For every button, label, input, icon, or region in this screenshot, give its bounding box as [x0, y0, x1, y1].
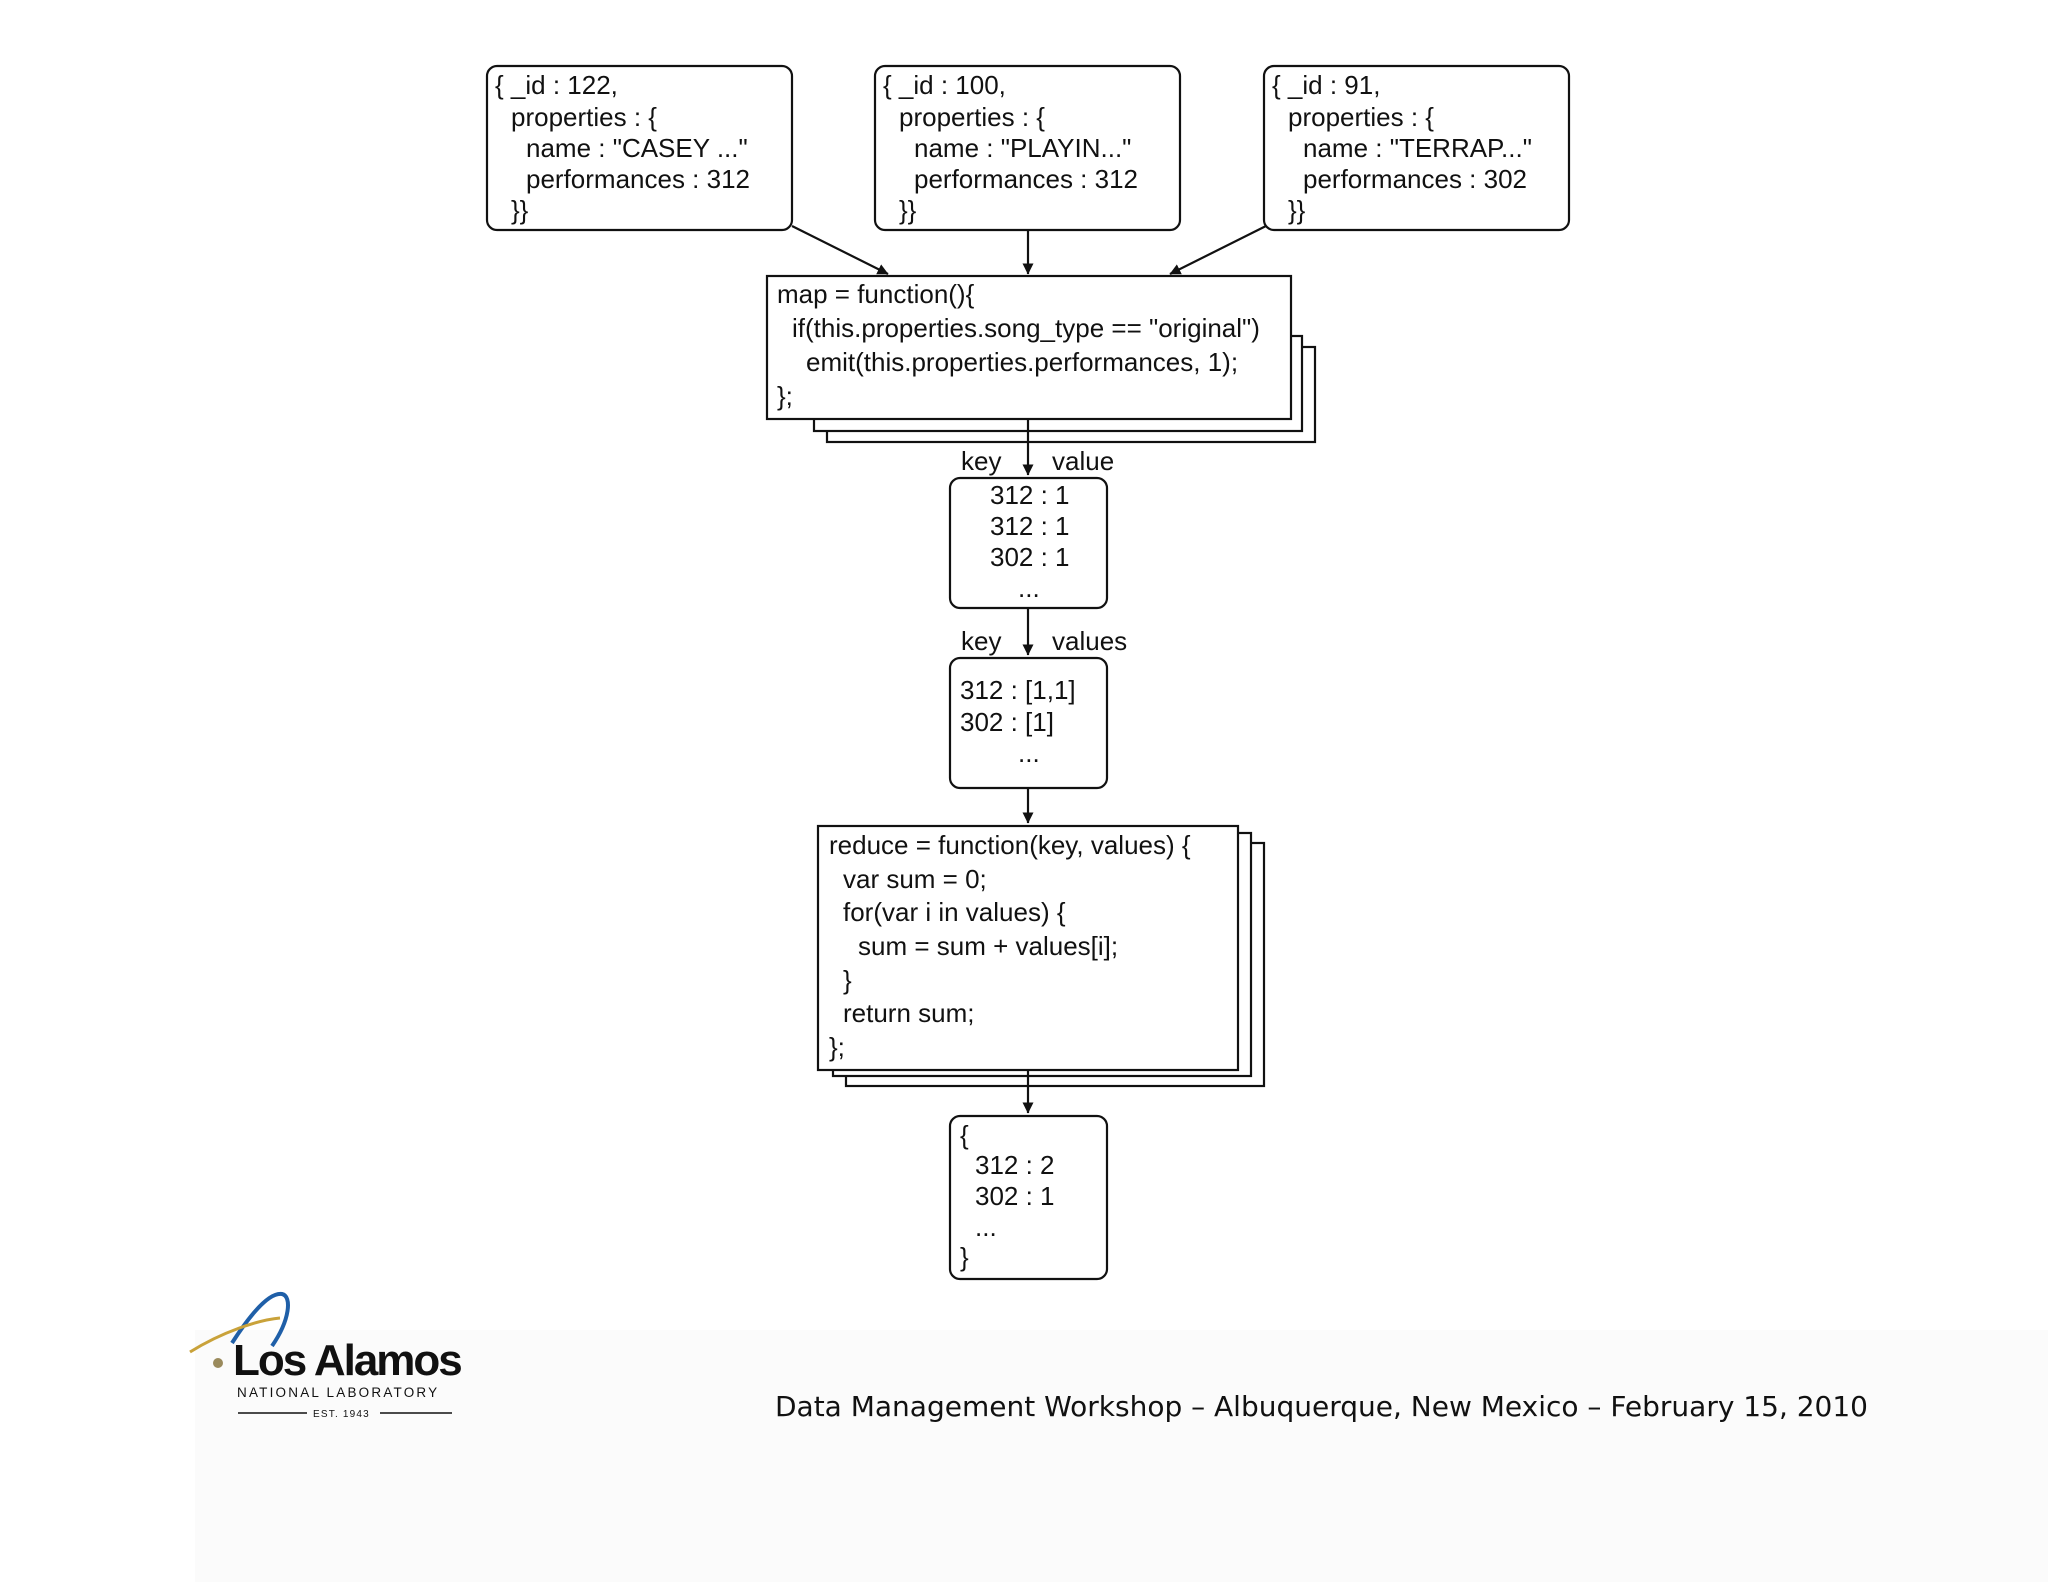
grouped-pair: 312 : [1,1]: [960, 675, 1076, 705]
grouped-pair: ...: [1018, 738, 1040, 768]
logo-est: EST. 1943: [313, 1409, 370, 1420]
document-line: name : "PLAYIN...": [914, 133, 1131, 163]
logo-dot: [213, 1358, 223, 1368]
logo-orbit-blue: [230, 1291, 290, 1348]
result-line: {: [960, 1120, 969, 1150]
reduce-code-line: reduce = function(key, values) {: [829, 830, 1191, 860]
map-code-line: map = function(){: [777, 279, 975, 309]
logo-name: Los Alamos: [233, 1336, 461, 1385]
reduce-code-line: return sum;: [843, 998, 975, 1028]
document-line: performances : 302: [1303, 164, 1527, 194]
document-line: name : "CASEY ...": [526, 133, 748, 163]
document-line: }}: [511, 195, 529, 225]
emitted-pair: 312 : 1: [990, 511, 1070, 541]
logo-orbit-gold: [189, 1316, 281, 1354]
document-line: properties : {: [511, 102, 657, 132]
reduce-code-line: for(var i in values) {: [843, 897, 1066, 927]
document-line: properties : {: [1288, 102, 1434, 132]
emitted-key-label: key: [961, 446, 1001, 476]
result-line: 312 : 2: [975, 1150, 1055, 1180]
result-border: [948, 1114, 1109, 1281]
map-function-box: [765, 274, 1293, 421]
document-line: name : "TERRAP...": [1303, 133, 1532, 163]
document-box-100: { _id : 100, properties : { name : "PLAY…: [873, 64, 1182, 232]
result-line: }: [960, 1242, 969, 1272]
grouped-pairs-box: 312 : [1,1] 302 : [1] ...: [948, 656, 1109, 790]
document-line: properties : {: [899, 102, 1045, 132]
reduce-code-line: var sum = 0;: [843, 864, 987, 894]
document-box-border: [485, 64, 794, 232]
document-line: }}: [899, 195, 917, 225]
emitted-pair: 312 : 1: [990, 480, 1070, 510]
document-line: { _id : 100,: [883, 70, 1006, 100]
document-line: performances : 312: [526, 164, 750, 194]
reduce-function-box: [816, 824, 1240, 1072]
logo-subtitle: NATIONAL LABORATORY: [237, 1385, 439, 1400]
document-line: }}: [1288, 195, 1306, 225]
document-box-border: [1262, 64, 1571, 232]
arrow-doc122-to-map: [791, 225, 889, 275]
document-line: { _id : 122,: [495, 70, 618, 100]
emitted-pairs-box: 312 : 1 312 : 1 302 : 1 ...: [948, 476, 1109, 610]
grouped-pair: 302 : [1]: [960, 707, 1054, 737]
footer-band: [195, 1330, 2048, 1582]
document-line: { _id : 91,: [1272, 70, 1380, 100]
result-box: { 312 : 2 302 : 1 ... }: [948, 1114, 1109, 1281]
map-code-line: emit(this.properties.performances, 1);: [806, 347, 1238, 377]
reduce-code-line: sum = sum + values[i];: [858, 931, 1118, 961]
document-box-122: { _id : 122, properties : { name : "CASE…: [485, 64, 794, 232]
los-alamos-logo: Los Alamos NATIONAL LABORATORY EST. 1943: [189, 1291, 463, 1420]
emitted-pair: ...: [1018, 573, 1040, 603]
grouped-key-label: key: [961, 626, 1001, 656]
emitted-value-label: value: [1052, 446, 1114, 476]
grouped-values-label: values: [1052, 626, 1127, 656]
document-box-91: { _id : 91, properties : { name : "TERRA…: [1262, 64, 1571, 232]
document-line: performances : 312: [914, 164, 1138, 194]
map-code-line: };: [777, 381, 793, 411]
reduce-function-stack: reduce = function(key, values) { var sum…: [816, 824, 1266, 1088]
map-code-line: if(this.properties.song_type == "origina…: [792, 313, 1260, 343]
result-line: 302 : 1: [975, 1181, 1055, 1211]
reduce-code-line: }: [843, 965, 852, 995]
reduce-code-line: };: [829, 1032, 845, 1062]
emitted-pair: 302 : 1: [990, 542, 1070, 572]
arrow-doc91-to-map: [1169, 225, 1267, 275]
footer-caption: Data Management Workshop – Albuquerque, …: [775, 1390, 1868, 1423]
result-line: ...: [975, 1212, 997, 1242]
map-function-stack: map = function(){ if(this.properties.son…: [765, 274, 1317, 444]
